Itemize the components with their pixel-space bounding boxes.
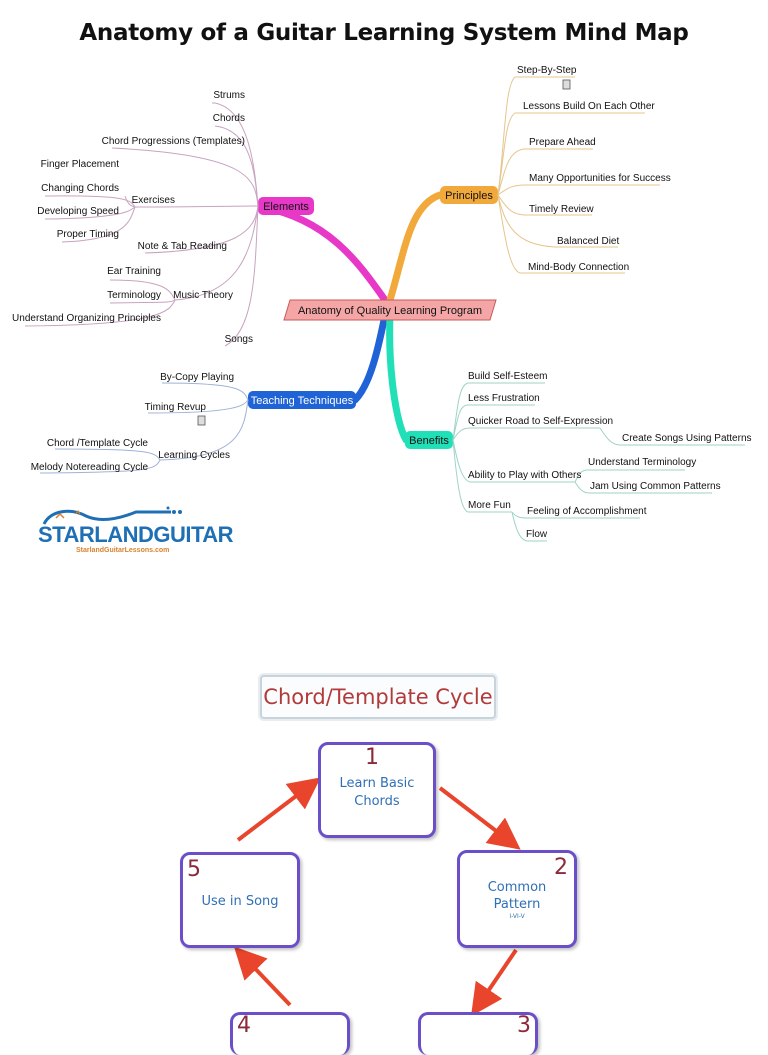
elements-note-tab-reading: Note & Tab Reading bbox=[138, 241, 227, 252]
principles-mind-body: Mind-Body Connection bbox=[528, 262, 629, 273]
elements-proper-timing: Proper Timing bbox=[57, 229, 119, 240]
elements-songs: Songs bbox=[225, 334, 253, 345]
benefits-quicker-road: Quicker Road to Self-Expression bbox=[468, 416, 613, 427]
principles-opportunities: Many Opportunities for Success bbox=[529, 173, 671, 184]
benefits-self-esteem: Build Self-Esteem bbox=[468, 371, 547, 382]
benefits-accomplishment: Feeling of Accomplishment bbox=[527, 506, 647, 517]
logo-name: STARLANDGUITAR bbox=[38, 522, 234, 548]
teaching-learning-cycles: Learning Cycles bbox=[158, 450, 230, 461]
elements-terminology: Terminology bbox=[107, 290, 161, 301]
guitar-logo-icon bbox=[42, 506, 182, 525]
elements-music-theory: Music Theory bbox=[173, 290, 233, 301]
logo-name-part2: GUITAR bbox=[153, 522, 234, 547]
cycle-step-5-label-line1: Use in Song bbox=[201, 894, 279, 909]
benefits-node-label: Benefits bbox=[409, 435, 449, 447]
cycle-step-4-number: 4 bbox=[237, 1013, 251, 1038]
benefits-less-frustration: Less Frustration bbox=[468, 393, 540, 404]
principles-lessons-build: Lessons Build On Each Other bbox=[523, 101, 655, 112]
logo-url: StarlandGuitarLessons.com bbox=[76, 547, 170, 554]
starland-guitar-logo: STARLANDGUITAR StarlandGuitarLessons.com bbox=[36, 506, 234, 558]
elements-exercises: Exercises bbox=[132, 195, 175, 206]
principles-prepare-ahead: Prepare Ahead bbox=[529, 137, 596, 148]
teaching-node-shape bbox=[248, 391, 356, 409]
benefits-understand-terminology: Understand Terminology bbox=[588, 457, 696, 468]
cycle-arrows bbox=[233, 777, 521, 1017]
note-icon bbox=[562, 79, 571, 90]
benefits-create-songs: Create Songs Using Patterns bbox=[622, 433, 752, 444]
teaching-melody-cycle: Melody Notereading Cycle bbox=[31, 462, 149, 473]
cycle-step-1: 1 Learn Basic Chords bbox=[318, 742, 436, 838]
cycle-step-5: 5 Use in Song bbox=[180, 852, 300, 948]
elements-node-shape bbox=[258, 197, 314, 215]
cycle-step-2: 2 Common Pattern I-VI-V bbox=[457, 850, 577, 948]
cycle-step-3: 3 bbox=[418, 1012, 538, 1055]
cycle-step-1-label-line2: Chords bbox=[354, 794, 400, 809]
cycle-step-3-number: 3 bbox=[517, 1013, 531, 1038]
principles-balanced-diet: Balanced Diet bbox=[557, 236, 619, 247]
cycle-step-4: 4 bbox=[230, 1012, 350, 1055]
elements-developing-speed: Developing Speed bbox=[37, 206, 119, 217]
elements-chords: Chords bbox=[213, 113, 245, 124]
elements-ear-training: Ear Training bbox=[107, 266, 161, 277]
cycle-step-5-number: 5 bbox=[187, 857, 201, 882]
teaching-timing-revup: Timing Revup bbox=[145, 402, 207, 413]
benefits-node-shape bbox=[405, 431, 453, 449]
cycle-title-box: Chord/Template Cycle bbox=[260, 675, 496, 719]
mind-map: Anatomy of Quality Learning Program Elem… bbox=[12, 65, 752, 542]
page-title: Anatomy of a Guitar Learning System Mind… bbox=[79, 20, 689, 46]
cycle-step-1-label-line1: Learn Basic bbox=[339, 776, 415, 791]
cycle-step-2-number: 2 bbox=[554, 855, 568, 880]
teaching-node-label: Teaching Techniques bbox=[251, 395, 354, 407]
elements-node-label: Elements bbox=[263, 201, 309, 213]
benefits-jam: Jam Using Common Patterns bbox=[590, 481, 721, 492]
center-node-label: Anatomy of Quality Learning Program bbox=[298, 305, 482, 317]
principles-step-by-step: Step-By-Step bbox=[517, 65, 577, 76]
teaching-by-copy: By-Copy Playing bbox=[160, 372, 234, 383]
teaching-chord-template-cycle: Chord /Template Cycle bbox=[47, 438, 149, 449]
arrow-2-to-3 bbox=[471, 948, 518, 1017]
benefits-play-with-others: Ability to Play with Others bbox=[468, 470, 581, 481]
cycle-step-2-label-line2: Pattern bbox=[493, 897, 541, 912]
logo-name-part1: STARLAND bbox=[38, 522, 154, 547]
principles-node-shape bbox=[440, 186, 498, 204]
arrow-5-to-1 bbox=[236, 777, 321, 842]
elements-finger-placement: Finger Placement bbox=[41, 159, 120, 170]
principles-timely-review: Timely Review bbox=[529, 204, 594, 215]
elements-organizing-principles: Understand Organizing Principles bbox=[12, 313, 161, 324]
center-node-shape bbox=[283, 299, 497, 321]
elements-changing-chords: Changing Chords bbox=[41, 183, 119, 194]
principles-node-label: Principles bbox=[445, 190, 493, 202]
benefits-flow: Flow bbox=[526, 529, 548, 540]
elements-strums: Strums bbox=[213, 90, 245, 101]
elements-chord-progressions: Chord Progressions (Templates) bbox=[102, 136, 245, 147]
benefits-more-fun: More Fun bbox=[468, 500, 511, 511]
arrow-1-to-2 bbox=[438, 786, 521, 850]
cycle-title: Chord/Template Cycle bbox=[263, 685, 493, 709]
arrow-4-to-5 bbox=[233, 946, 292, 1007]
cycle-step-2-label-line1: Common bbox=[487, 880, 547, 895]
note-icon bbox=[197, 415, 206, 426]
cycle-step-1-number: 1 bbox=[365, 745, 379, 770]
cycle-step-2-sub: I-VI-V bbox=[509, 913, 525, 920]
